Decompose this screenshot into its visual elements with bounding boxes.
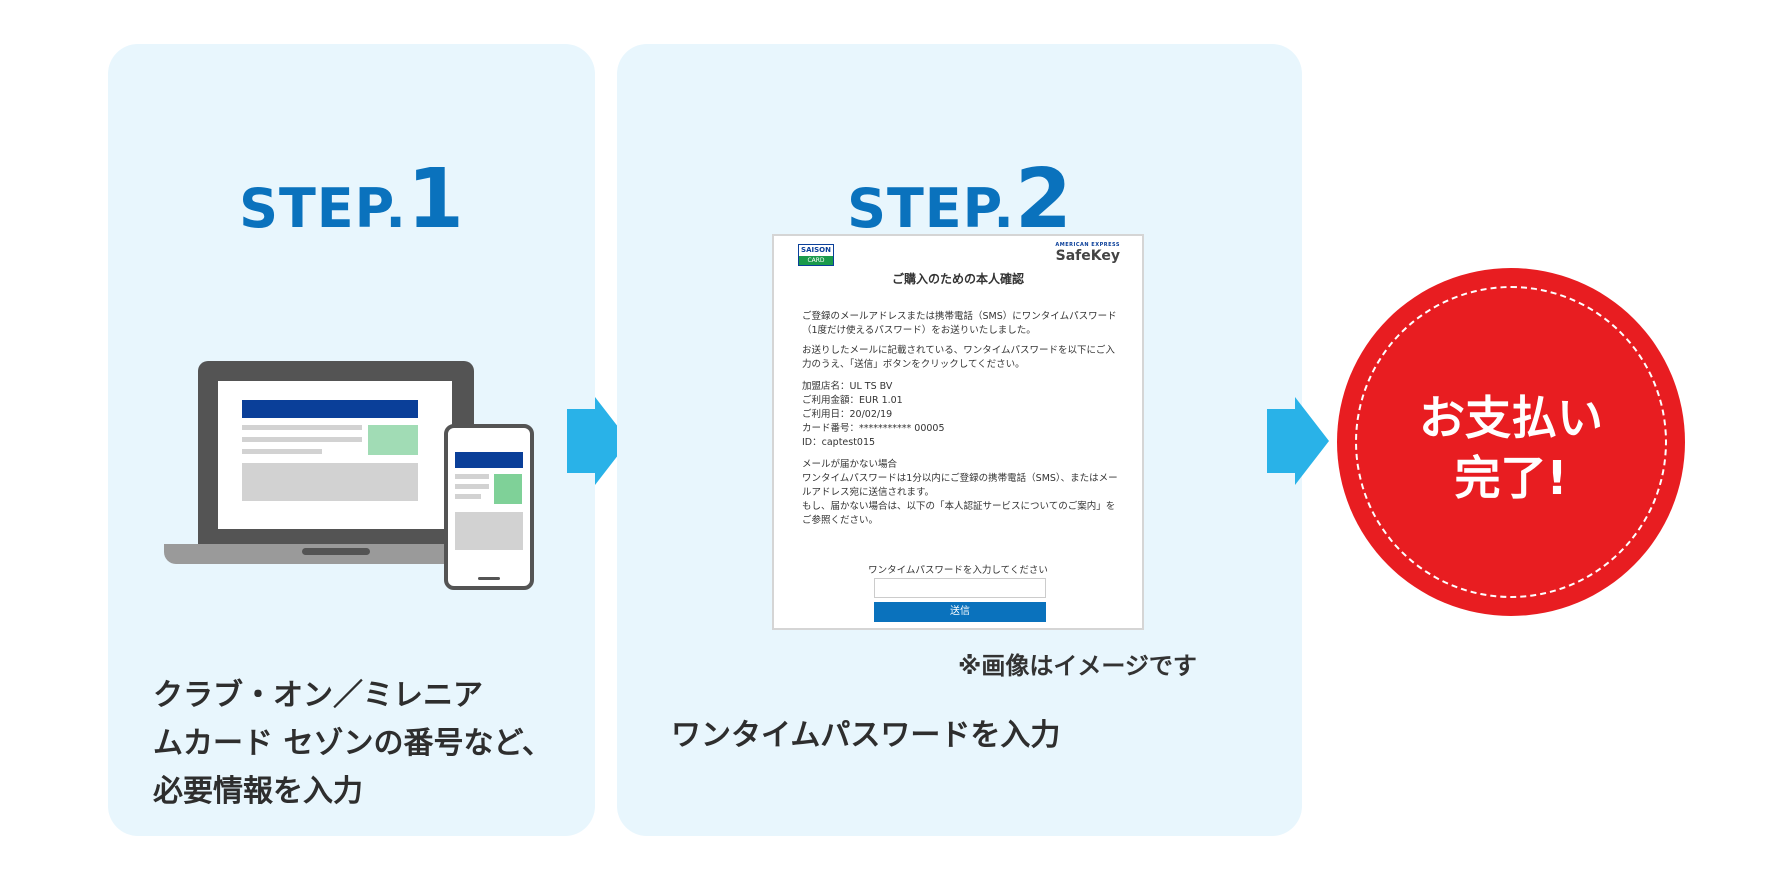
otp-input[interactable] [874,578,1046,598]
safekey-logo: AMERICAN EXPRESS SafeKey [1055,242,1120,264]
laptop-base [164,544,512,564]
image-note: ※画像はイメージです [958,652,1197,680]
mock-body: ご登録のメールアドレスまたは携帯電話（SMS）にワンタイムパスワード（1度だけ使… [802,310,1122,528]
payment-complete-badge: お支払い 完了! [1337,268,1685,616]
step1-panel: STEP.1 クラブ・オン／ミレニア ムカード [108,44,595,836]
step1-description: クラブ・オン／ミレニア ムカード セゾンの番号など、 必要情報を入力 [153,678,552,809]
auth-screen-mockup: SAISON CARD AMERICAN EXPRESS SafeKey ご購入… [772,234,1144,630]
dashed-ring [1355,286,1667,598]
transaction-details: 加盟店名：UL TS BV ご利用金額：EUR 1.01 ご利用日：20/02/… [802,381,945,448]
arrow-right-icon [1267,397,1329,485]
step2-description: ワンタイムパスワードを入力 [671,718,1061,753]
step2-title: STEP.2 [847,152,1072,247]
complete-text: お支払い 完了! [1419,391,1603,505]
smartphone-icon [444,424,534,590]
devices-illustration [164,314,534,590]
submit-button[interactable]: 送信 [874,602,1046,622]
step2-panel: STEP.2 SAISON CARD AMERICAN EXPRESS Safe… [617,44,1302,836]
arrow-right-icon [567,397,629,485]
otp-label: ワンタイムパスワードを入力してください [868,565,1048,576]
step1-title: STEP.1 [239,152,464,247]
saison-card-logo: SAISON CARD [798,244,834,266]
mock-title: ご購入のための本人確認 [891,272,1024,286]
laptop-icon [198,361,474,551]
